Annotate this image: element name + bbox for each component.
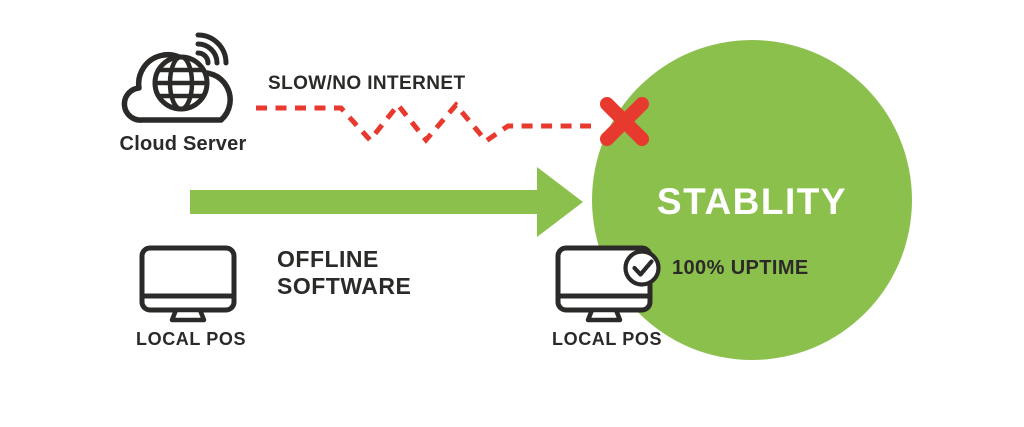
local-pos-monitor-icon-right — [555, 245, 661, 323]
slow-no-internet-label: SLOW/NO INTERNET — [268, 73, 466, 94]
local-pos-label-left: LOCAL POS — [136, 329, 247, 349]
dashed-connection-line — [256, 100, 591, 145]
wifi-signal-icon — [195, 32, 229, 66]
offline-line2: SOFTWARE — [277, 273, 412, 299]
uptime-label: 100% UPTIME — [672, 257, 809, 279]
stability-label: STABLITY — [656, 181, 848, 222]
local-pos-monitor-icon-left — [139, 245, 237, 323]
arrow-right-icon — [190, 167, 583, 237]
cloud-icon — [121, 52, 233, 123]
offline-line1: OFFLINE — [277, 246, 379, 272]
local-pos-label-right: LOCAL POS — [552, 329, 663, 349]
cloud-server-label: Cloud Server — [119, 133, 247, 155]
check-badge-icon — [623, 249, 661, 287]
cloud-server-icon — [121, 32, 233, 123]
globe-icon — [152, 54, 210, 112]
